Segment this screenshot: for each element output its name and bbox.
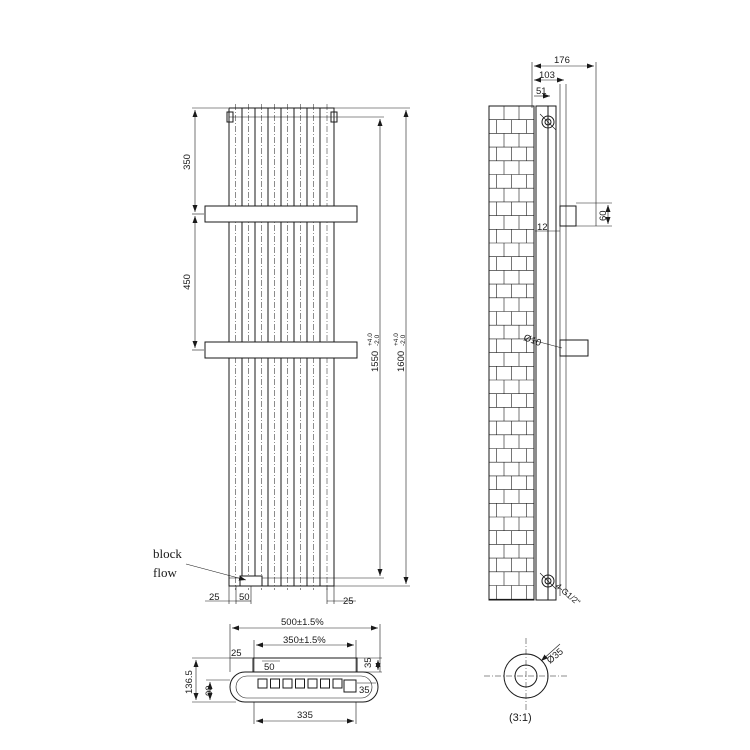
dim-51: 51 [536,86,547,97]
pipe-section [320,678,330,689]
bottom-connection [239,575,263,587]
towel-bar-upper [204,205,358,223]
pipe-section [257,678,268,689]
dim-176: 176 [554,55,570,66]
dim-335: 335 [297,710,313,721]
dim-450: 450 [182,274,193,290]
dim-350-plan: 350±1.5% [283,635,326,646]
dim-35-bottom: 35 [359,685,370,696]
pipe-section [270,678,280,689]
detail-inner-circle [514,664,538,688]
towel-bar-lower [204,341,358,359]
dim-35-top: 35 [363,657,374,668]
side-view: 176 103 51 60 12 Ø10 4-G1/2" [488,55,612,607]
pipe-sections [257,678,343,689]
dim-350: 350 [182,154,193,170]
note-block: block [153,546,182,561]
dim-diam35: Ø35 [545,646,566,666]
dim-diam10: Ø10 [522,332,543,348]
pipe-section [307,678,318,689]
radiator-profile [535,84,589,601]
dim-90: 90 [204,685,215,696]
dim-103: 103 [539,70,555,81]
dim-60: 60 [598,210,609,221]
dim-1600: 1600 [396,351,407,372]
detail-view: Ø35 (3:1) [484,638,568,724]
top-valve-icon [541,115,555,129]
dim-50-plan: 50 [264,662,275,673]
dim-136-5: 136.5 [184,670,195,694]
dim-thread: 4-G1/2" [554,581,583,607]
plan-view: 500±1.5% 350±1.5% 25 50 35 35 136.5 90 3… [184,617,382,724]
dim-front-25-left: 25 [209,592,220,603]
dim-front-25-right: 25 [343,596,354,607]
dim-1550-tol-upper: +4.0 [367,333,374,346]
detail-outer-circle [503,653,549,699]
dim-500: 500±1.5% [281,617,324,628]
dim-1600-tol-lower: -2.0 [400,334,407,346]
pipe-section [282,678,293,689]
dim-1600-tol-upper: +4.0 [393,333,400,346]
bottom-valve-icon [541,574,555,588]
pipe-section [332,678,343,689]
front-view: 350 450 1550 +4.0 -2.0 1600 +4.0 -2.0 25… [153,104,410,607]
pipe-section [295,678,305,689]
dim-front-50: 50 [239,592,250,603]
dim-1550-tol-lower: -2.0 [374,334,381,346]
dim-1550: 1550 [370,351,381,372]
note-flow: flow [153,565,177,580]
dim-25-plan: 25 [231,648,242,659]
dim-12: 12 [537,222,548,233]
detail-scale: (3:1) [509,712,532,724]
brick-wall [488,105,535,601]
